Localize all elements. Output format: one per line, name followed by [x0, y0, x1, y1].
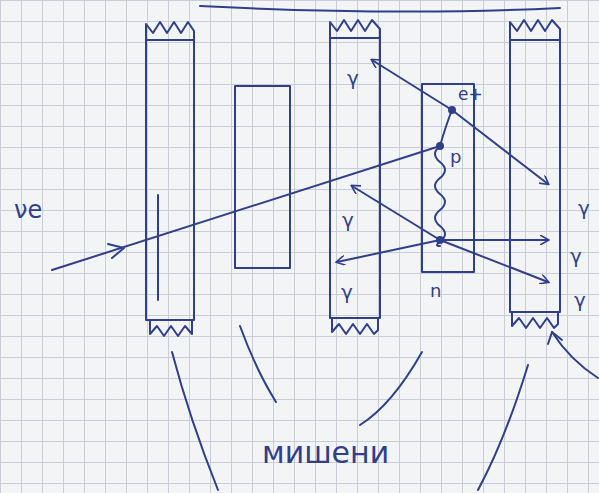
neutron-path [435, 146, 445, 246]
positron-track [440, 110, 452, 146]
gamma-ray [352, 186, 440, 240]
gamma-label: γ [347, 68, 359, 88]
gamma-label: γ [574, 290, 586, 310]
pmt-symbol [510, 20, 560, 40]
pmt-symbol [330, 20, 380, 38]
leader-line [240, 326, 276, 402]
caption-label: мишени [262, 438, 389, 468]
gamma-ray [372, 60, 452, 110]
pmt-symbol [150, 320, 192, 336]
target-bar [235, 86, 290, 268]
leader-line [478, 365, 528, 490]
gamma-label: γ [342, 210, 354, 230]
gamma-ray [440, 240, 548, 282]
neutrino-label: νe [14, 198, 42, 222]
gamma-ray [452, 110, 548, 184]
track-arrowhead [108, 244, 124, 258]
particle-label: p [450, 148, 461, 166]
gamma-ray [440, 239, 548, 241]
particle-label: n [430, 282, 441, 300]
vertex-dot [449, 107, 455, 113]
pmt-symbol [512, 312, 558, 328]
scintillator-bar [146, 40, 194, 320]
callout-arrowhead [548, 332, 562, 344]
gamma-label: γ [341, 282, 353, 302]
gamma-label: γ [578, 198, 590, 218]
particle-label: e+ [458, 86, 483, 103]
bar-mark [157, 195, 159, 300]
gamma-ray [337, 240, 440, 262]
leader-line [360, 352, 422, 425]
callout-line [552, 332, 598, 378]
gamma-label: γ [570, 246, 582, 266]
leader-line [172, 352, 218, 490]
frame-curve [200, 6, 560, 12]
pmt-symbol [146, 22, 194, 40]
neutrino-track [52, 146, 440, 270]
vertex-dot [437, 237, 443, 243]
vertex-dot [437, 143, 443, 149]
pmt-symbol [332, 318, 378, 334]
